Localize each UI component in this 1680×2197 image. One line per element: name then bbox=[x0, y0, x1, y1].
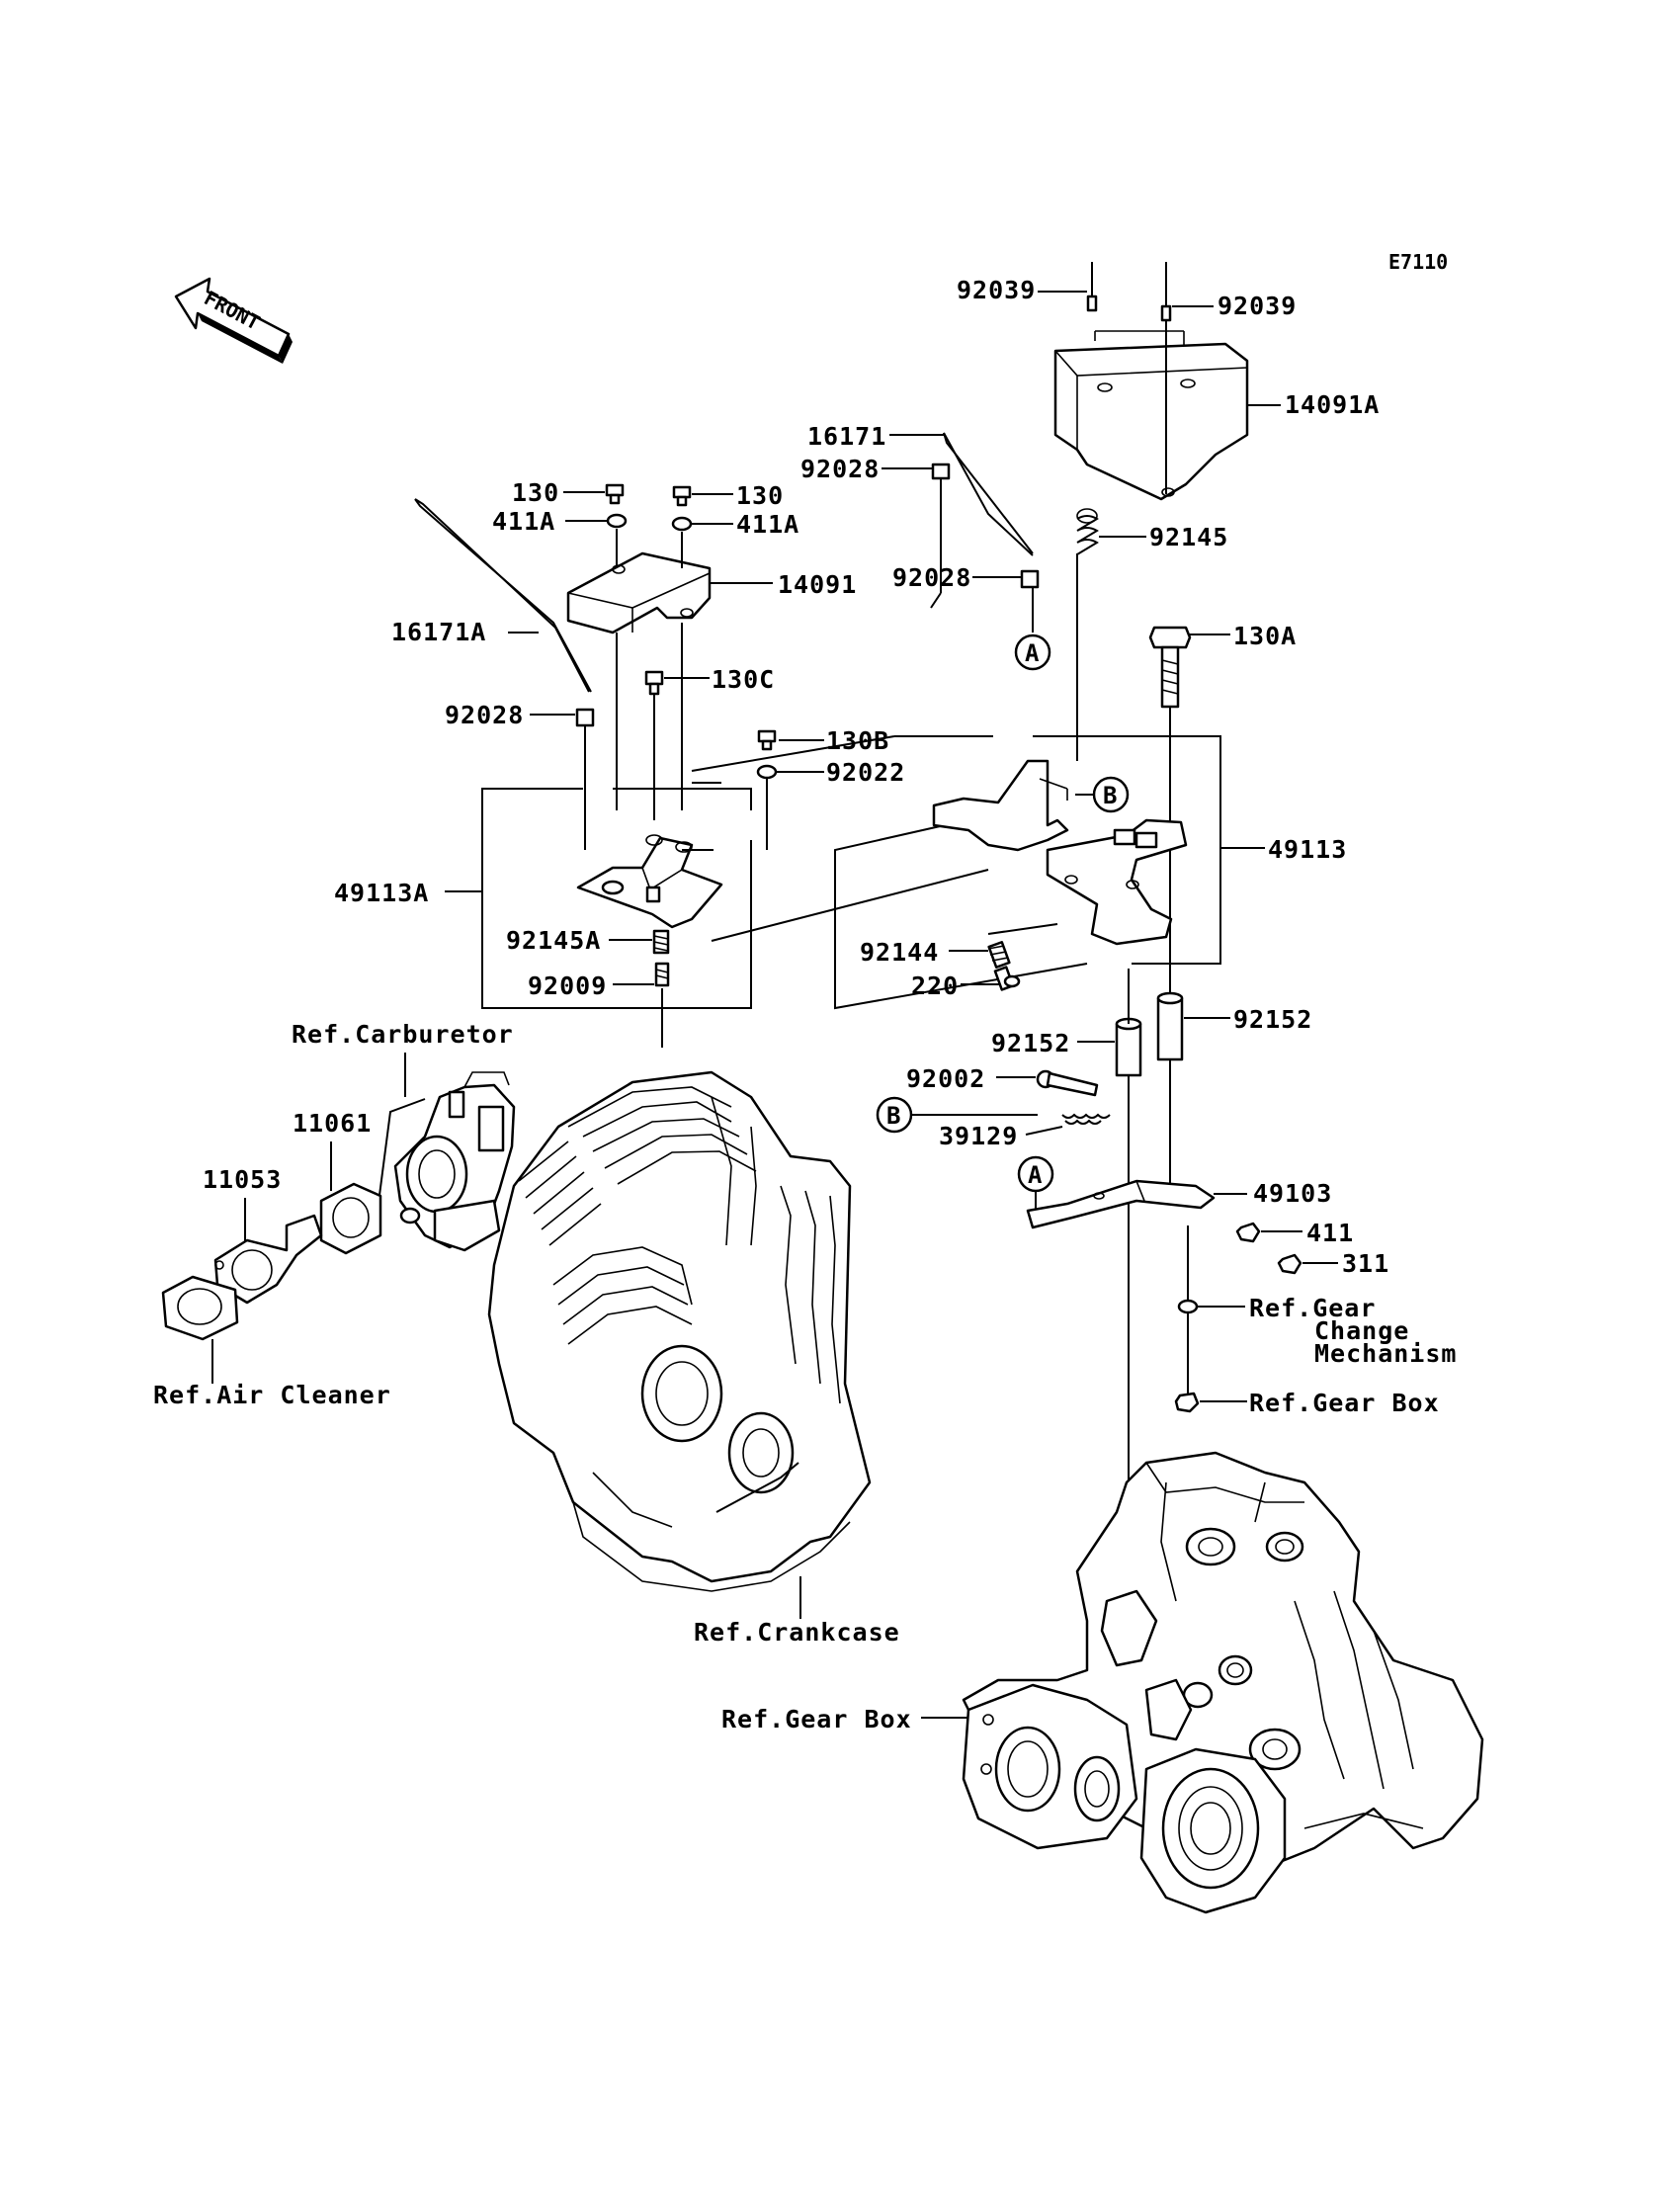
bracket-49113 bbox=[932, 759, 1188, 946]
label-92028-mid: 92028 bbox=[892, 563, 971, 592]
front-arrow-icon: FRONT bbox=[174, 277, 293, 364]
label-49113: 49113 bbox=[1268, 835, 1347, 864]
label-130-left: 130 bbox=[512, 478, 559, 507]
bushing-gear-box bbox=[1174, 1392, 1200, 1413]
bolt-130B bbox=[757, 729, 777, 751]
engine-crankcase bbox=[487, 1070, 872, 1592]
label-92152-right: 92152 bbox=[1233, 1005, 1312, 1034]
label-411A-left: 411A bbox=[492, 507, 555, 536]
bolt-130-left bbox=[605, 483, 625, 505]
plate-11053 bbox=[213, 1214, 323, 1305]
cover-14091A bbox=[1053, 262, 1249, 501]
washer-411A-left bbox=[606, 513, 628, 529]
nut-311 bbox=[1277, 1253, 1302, 1275]
label-130C: 130C bbox=[712, 665, 775, 694]
spring-39129 bbox=[1061, 1113, 1111, 1125]
label-92009: 92009 bbox=[528, 972, 607, 1000]
spring-92145A bbox=[652, 929, 670, 955]
gasket-11061 bbox=[319, 1182, 382, 1255]
gear-box bbox=[962, 1451, 1484, 1914]
label-11053: 11053 bbox=[203, 1165, 282, 1194]
washer-411A-right bbox=[671, 516, 693, 532]
callout-A-top-text: A bbox=[1025, 639, 1040, 667]
bolt-92002 bbox=[1036, 1069, 1099, 1097]
callout-B-top-text: B bbox=[1103, 782, 1117, 809]
label-39129: 39129 bbox=[939, 1122, 1018, 1150]
label-ref-gear-change-3: Mechanism bbox=[1314, 1339, 1457, 1368]
label-ref-gear-change-1: Ref.Gear bbox=[1249, 1294, 1376, 1322]
label-49103: 49103 bbox=[1253, 1179, 1332, 1208]
label-ref-crankcase: Ref.Crankcase bbox=[694, 1618, 900, 1647]
tube-breather bbox=[375, 1098, 426, 1226]
callout-B-top bbox=[1092, 776, 1130, 813]
callout-B-low-text: B bbox=[886, 1102, 900, 1130]
washer-92022 bbox=[756, 764, 778, 780]
bolt-130C bbox=[644, 670, 664, 696]
callout-A-top bbox=[1014, 634, 1051, 671]
clip-92028-low bbox=[575, 708, 595, 727]
label-130A: 130A bbox=[1233, 622, 1297, 650]
lever-49103 bbox=[1026, 1179, 1216, 1229]
screw-92009 bbox=[654, 962, 670, 987]
label-311: 311 bbox=[1342, 1249, 1389, 1278]
tube-92152-right bbox=[1156, 991, 1184, 1061]
label-220: 220 bbox=[911, 972, 959, 1000]
bolt-130A bbox=[1148, 626, 1192, 709]
label-92022: 92022 bbox=[826, 758, 905, 787]
gasket-air-cleaner bbox=[161, 1275, 239, 1341]
label-92152-left: 92152 bbox=[991, 1029, 1070, 1057]
washer-gear-change bbox=[1177, 1299, 1199, 1314]
label-ref-gear-change-2: Change bbox=[1314, 1316, 1409, 1345]
label-14091A: 14091A bbox=[1285, 390, 1380, 419]
group-box-49113 bbox=[711, 735, 1235, 1010]
label-92145A: 92145A bbox=[506, 926, 601, 955]
callout-A-low-text: A bbox=[1028, 1161, 1043, 1189]
label-14091: 14091 bbox=[778, 570, 857, 599]
label-ref-gear-box-right: Ref.Gear Box bbox=[1249, 1389, 1440, 1417]
bolt-130-right bbox=[672, 485, 692, 507]
label-ref-carburetor: Ref.Carburetor bbox=[292, 1020, 514, 1049]
label-16171: 16171 bbox=[807, 422, 886, 451]
carburetor bbox=[393, 1071, 516, 1252]
label-11061: 11061 bbox=[293, 1109, 372, 1138]
label-411: 411 bbox=[1306, 1219, 1354, 1247]
tube-92152-left bbox=[1115, 1017, 1142, 1077]
label-92144: 92144 bbox=[860, 938, 939, 967]
label-92002: 92002 bbox=[906, 1064, 985, 1093]
label-130-right: 130 bbox=[736, 481, 784, 510]
label-ref-air-cleaner: Ref.Air Cleaner bbox=[153, 1381, 391, 1409]
label-130B: 130B bbox=[826, 726, 889, 755]
rod-16171 bbox=[930, 432, 1040, 633]
label-ref-gear-box-left: Ref.Gear Box bbox=[721, 1705, 912, 1733]
spring-92145 bbox=[1076, 508, 1099, 555]
label-92145: 92145 bbox=[1149, 523, 1228, 551]
nut-411 bbox=[1235, 1222, 1261, 1243]
bracket-49113A bbox=[576, 834, 723, 929]
spring-92144 bbox=[987, 941, 1011, 969]
cover-14091 bbox=[566, 551, 712, 634]
group-box-49113A bbox=[445, 788, 752, 1009]
diagram-code: E7110 bbox=[1388, 250, 1448, 274]
label-92039-left: 92039 bbox=[957, 276, 1036, 304]
label-92028-low: 92028 bbox=[445, 701, 524, 729]
rod-16171A bbox=[414, 498, 592, 693]
screw-220 bbox=[993, 966, 1021, 991]
label-92028-top: 92028 bbox=[800, 455, 880, 483]
label-92039-right: 92039 bbox=[1218, 292, 1297, 320]
label-411A-right: 411A bbox=[736, 510, 799, 539]
label-49113A: 49113A bbox=[334, 879, 429, 907]
label-16171A: 16171A bbox=[391, 618, 486, 646]
